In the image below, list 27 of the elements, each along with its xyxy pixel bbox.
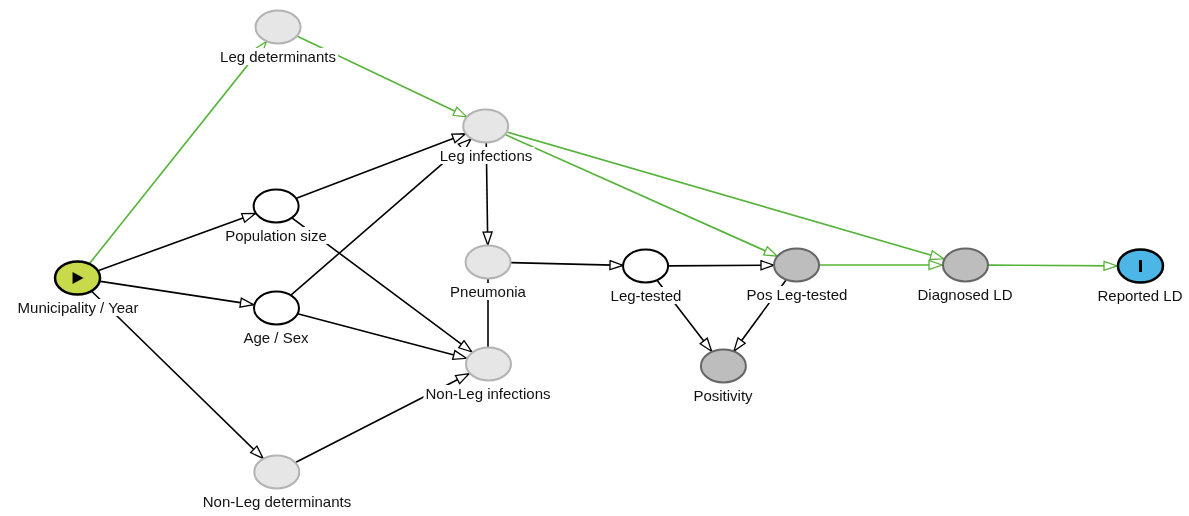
- node-label: Pneumonia: [448, 283, 528, 300]
- arrow: [668, 260, 775, 271]
- arrow: [97, 212, 257, 272]
- arrow: [510, 259, 624, 271]
- arrow: [291, 217, 473, 353]
- node-label: Non-Leg infections: [423, 385, 553, 402]
- arrow: [296, 35, 468, 118]
- arrow: [819, 259, 943, 271]
- node-label: Leg-tested: [608, 287, 684, 304]
- arrow: [290, 138, 472, 296]
- arrow: [296, 312, 468, 360]
- node-label: Municipality / Year: [15, 299, 141, 316]
- node-label: Reported LD: [1095, 287, 1185, 304]
- arrow: [506, 131, 945, 261]
- node-label: Non-Leg determinants: [200, 493, 354, 510]
- arrow: [987, 260, 1118, 271]
- arrow: [295, 133, 467, 199]
- node-label: Leg infections: [437, 147, 535, 164]
- node-label: Pos Leg-tested: [744, 286, 850, 303]
- node-label: Positivity: [691, 387, 755, 404]
- node-label: Age / Sex: [241, 329, 311, 346]
- arrow: [504, 134, 779, 257]
- arrow: [91, 290, 264, 460]
- node-label: Leg determinants: [218, 48, 338, 65]
- node-label: Population size: [223, 227, 329, 244]
- node-label: Diagnosed LD: [915, 286, 1015, 303]
- arrow: [88, 40, 268, 265]
